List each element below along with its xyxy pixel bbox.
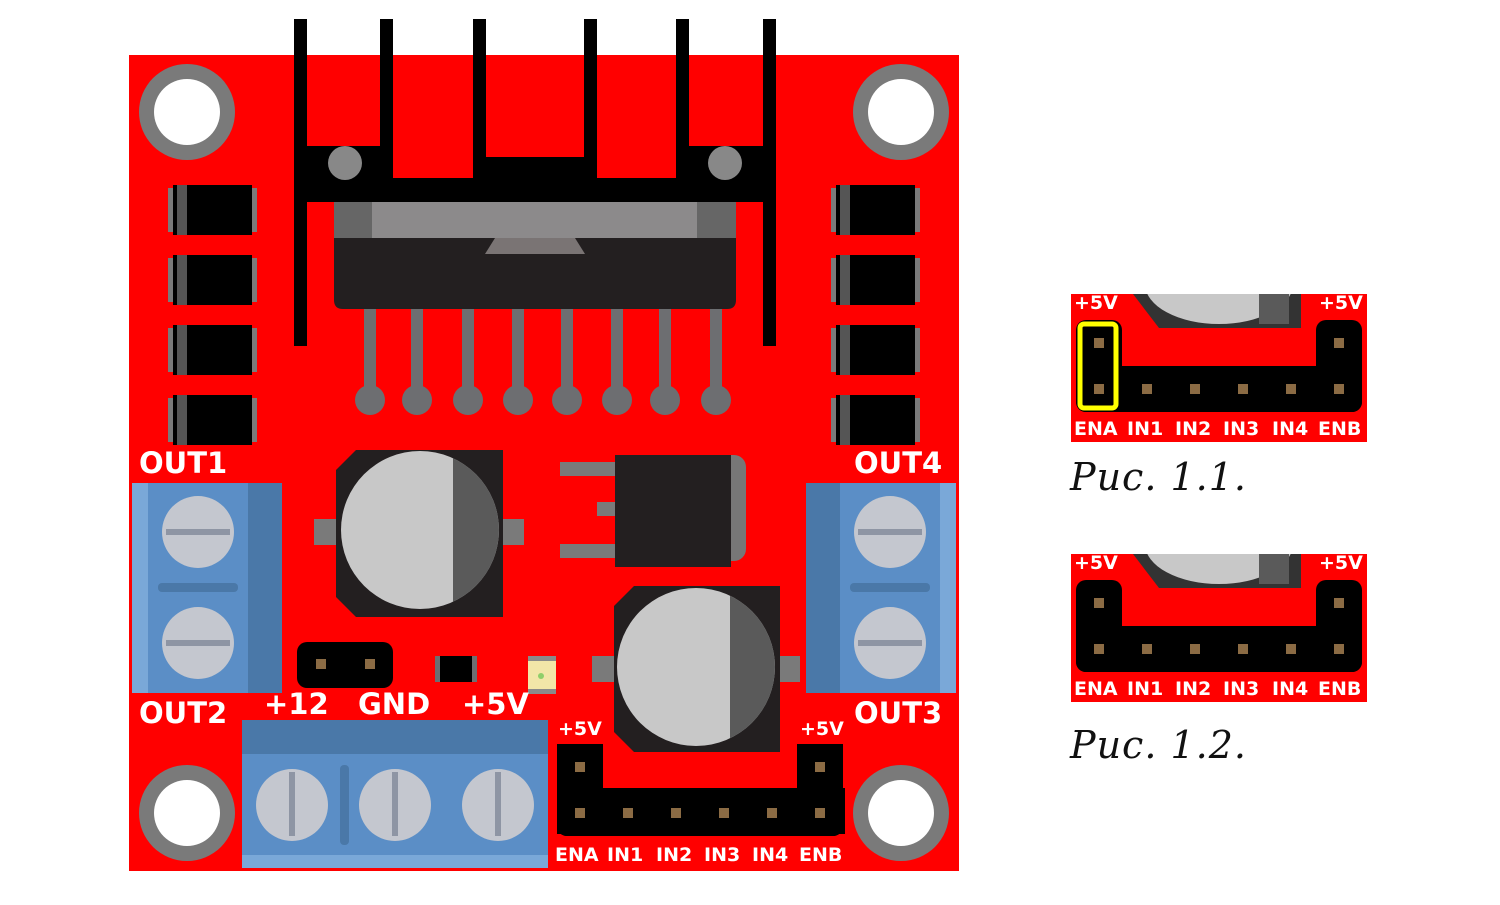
figure-1-1-caption: Рис. 1.1. <box>1070 455 1247 499</box>
label-out3: OUT3 <box>854 696 943 730</box>
fig1-pin-ena: ENA <box>1074 418 1118 440</box>
mounting-hole-bottom-right <box>853 765 949 861</box>
header-pin-ena: ENA <box>555 844 599 866</box>
smd-resistor <box>435 656 477 682</box>
power-led <box>528 656 556 694</box>
capacitor-2 <box>592 586 800 752</box>
fig1-pin-in2: IN2 <box>1175 418 1212 440</box>
chip-pins <box>355 305 731 415</box>
fig1-label-5v-right: +5V <box>1319 292 1363 314</box>
board-illustration <box>129 19 959 871</box>
terminal-block-out3-out4 <box>806 483 956 693</box>
label-plus5v: +5V <box>462 687 529 721</box>
figure-1-2: +5V +5V ENA IN1 IN2 IN3 IN4 ENB <box>1071 552 1367 702</box>
label-out4: OUT4 <box>854 446 943 480</box>
diodes-right <box>831 185 920 445</box>
header-pin-in3: IN3 <box>704 844 741 866</box>
label-out2: OUT2 <box>139 696 228 730</box>
fig2-label-5v-right: +5V <box>1319 552 1363 574</box>
heatsink <box>294 19 776 346</box>
fig2-pin-in3: IN3 <box>1223 678 1260 700</box>
jumper-12v <box>297 642 393 688</box>
header-label-5v-left: +5V <box>558 718 602 740</box>
figure-1-2-caption: Рис. 1.2. <box>1070 723 1247 767</box>
driver-chip <box>334 202 736 415</box>
fig1-pin-enb: ENB <box>1318 418 1362 440</box>
power-terminal-block <box>242 720 548 868</box>
fig2-pin-ena: ENA <box>1074 678 1118 700</box>
mounting-hole-top-left <box>139 64 235 160</box>
mounting-hole-bottom-left <box>139 765 235 861</box>
header-pin-in1: IN1 <box>607 844 644 866</box>
label-gnd: GND <box>358 687 431 721</box>
fig1-pin-in1: IN1 <box>1127 418 1164 440</box>
ena-jumper-highlight <box>1077 321 1119 411</box>
figure-1-1-header-closeup <box>1071 294 1367 442</box>
control-header <box>557 744 845 836</box>
header-label-5v-right: +5V <box>800 718 844 740</box>
header-pin-in2: IN2 <box>656 844 693 866</box>
header-pin-enb: ENB <box>799 844 843 866</box>
label-out1: OUT1 <box>139 446 228 480</box>
label-plus12: +12 <box>264 687 329 721</box>
diodes-left <box>168 185 257 445</box>
mounting-hole-top-right <box>853 64 949 160</box>
voltage-regulator <box>560 455 746 567</box>
fig2-pin-in4: IN4 <box>1272 678 1309 700</box>
fig2-pin-enb: ENB <box>1318 678 1362 700</box>
fig1-pin-in4: IN4 <box>1272 418 1309 440</box>
terminal-block-out1-out2 <box>132 483 282 693</box>
fig2-pin-in1: IN1 <box>1127 678 1164 700</box>
capacitor-1 <box>314 450 524 617</box>
header-pin-in4: IN4 <box>752 844 789 866</box>
figure-1-1: +5V +5V ENA IN1 IN2 IN3 IN4 ENB <box>1071 292 1367 442</box>
fig1-pin-in3: IN3 <box>1223 418 1260 440</box>
fig1-label-5v-left: +5V <box>1074 292 1118 314</box>
l298n-board: OUT1 OUT2 OUT4 OUT3 +12 GND +5V +5V +5V … <box>129 19 959 871</box>
fig2-pin-in2: IN2 <box>1175 678 1212 700</box>
fig2-label-5v-left: +5V <box>1074 552 1118 574</box>
figure-1-2-header-closeup <box>1071 554 1367 702</box>
